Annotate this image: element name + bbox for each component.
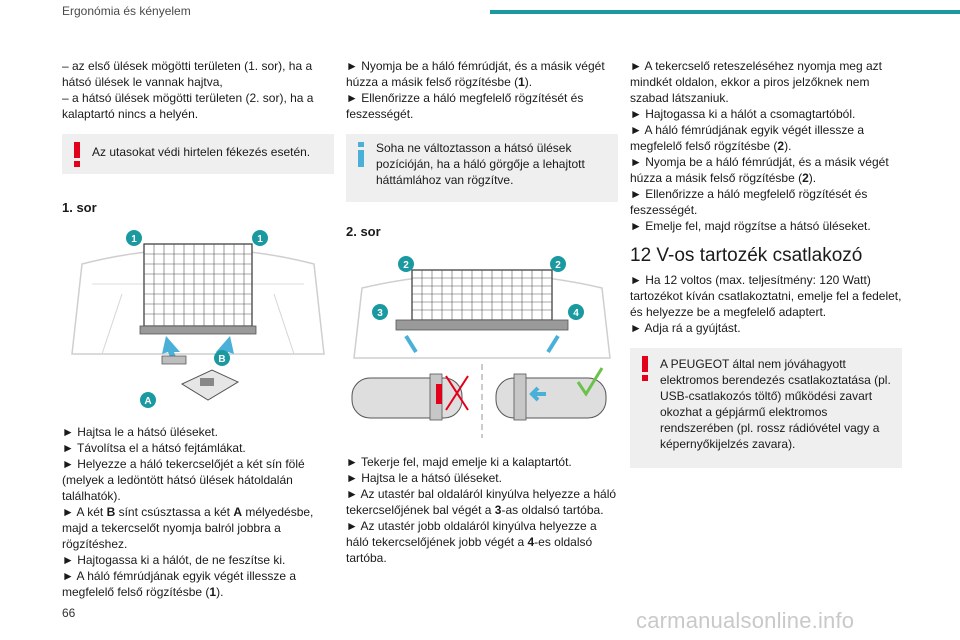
step-5: ► Hajtogassa ki a hálót, de ne feszítse … [62,553,286,567]
info-icon [358,142,364,167]
col3-step-4: ► Nyomja be a háló fémrúdját, és a másik… [630,155,889,185]
step-1: ► Hajtsa le a hátsó üléseket. [62,425,218,439]
col3-step-5: ► Ellenőrizze a háló megfelelő rögzítésé… [630,187,868,217]
step-3: ► Helyezze a háló tekercselőjét a két sí… [62,457,305,503]
col2-step-4: ► Hajtsa le a hátsó üléseket. [346,471,502,485]
page-number: 66 [62,606,76,620]
figure-row-1-net: 1 1 A B [62,224,334,414]
warning-text-12v: A PEUGEOT által nem jóváhagyott elektrom… [660,357,891,451]
badge-b: B [218,354,225,365]
header-accent-bar [490,10,960,14]
warning-note-12v: A PEUGEOT által nem jóváhagyott elektrom… [630,348,902,468]
badge-a: A [144,396,151,407]
badge-1-right: 1 [257,234,263,245]
badge-4: 4 [573,308,579,319]
col3-step-3: ► A háló fémrúdjának egyik végét illessz… [630,123,865,153]
warning-exclamation-icon [74,142,80,167]
step-6: ► A háló fémrúdjának egyik végét illessz… [62,569,297,599]
column-1: – az első ülések mögötti területen (1. s… [62,58,334,600]
section-heading-row-1: 1. sor [62,200,97,215]
col2-step-1: ► Nyomja be a háló fémrúdját, és a másik… [346,59,605,89]
col3-step-6: ► Emelje fel, majd rögzítse a hátsó ülés… [630,219,871,233]
info-text: Soha ne változtasson a hátsó ülések pozí… [376,141,585,187]
step-2: ► Távolítsa el a hátsó fejtámlákat. [62,441,246,455]
ref-a: A [233,505,242,519]
figure-row-2-net: 2 2 3 4 [346,248,618,444]
intro-line-1: – az első ülések mögötti területen (1. s… [62,59,313,89]
col3-step-2: ► Hajtogassa ki a hálót a csomagtartóból… [630,107,856,121]
badge-2-left: 2 [403,260,409,271]
col3-body-2: ► Adja rá a gyújtást. [630,321,741,335]
column-2: ► Nyomja be a háló fémrúdját, és a másik… [346,58,618,566]
warning-note: Az utasokat védi hirtelen fékezés esetén… [62,134,334,174]
column-3: ► A tekercselő reteszeléséhez nyomja meg… [630,58,902,476]
badge-1-left: 1 [131,234,137,245]
step-4: ► A két B sínt csúsztassa a két A mélyed… [62,505,314,551]
watermark: carmanualsonline.info [636,608,855,633]
badge-2-right: 2 [555,260,561,271]
col2-step-3: ► Tekerje fel, majd emelje ki a kalaptar… [346,455,572,469]
info-note: Soha ne változtasson a hátsó ülések pozí… [346,134,618,202]
ref-b: B [106,505,116,519]
col2-step-5: ► Az utastér bal oldaláról kinyúlva hely… [346,487,617,517]
running-header: Ergonómia és kényelem [62,4,191,18]
col3-body-1: ► Ha 12 voltos (max. teljesítmény: 120 W… [630,273,902,319]
col2-step-6: ► Az utastér jobb oldaláról kinyúlva hel… [346,519,597,565]
warning-text: Az utasokat védi hirtelen fékezés esetén… [92,145,311,159]
section-heading-12v: 12 V-os tartozék csatlakozó [630,245,863,266]
intro-line-2: – a hátsó ülések mögötti területen (2. s… [62,91,314,121]
section-heading-row-2: 2. sor [346,224,381,239]
badge-3: 3 [377,308,383,319]
col2-step-2: ► Ellenőrizze a háló megfelelő rögzítésé… [346,91,584,121]
warning-exclamation-icon [642,356,648,381]
col3-step-1: ► A tekercselő reteszeléséhez nyomja meg… [630,59,882,105]
